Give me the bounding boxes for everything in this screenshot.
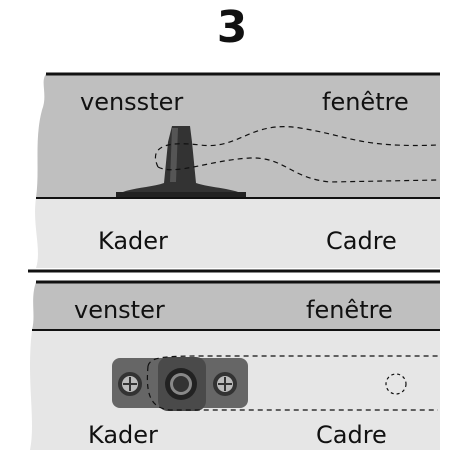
step-number: 3	[216, 2, 248, 53]
side-hinge-icon	[116, 126, 246, 197]
side-frame-label-fr: Cadre	[326, 227, 397, 255]
top-window-label-nl: venster	[74, 296, 165, 324]
side-frame-profile	[35, 198, 440, 268]
side-cable-dashed-lower	[157, 157, 439, 183]
top-cable-dashed-lower	[146, 365, 438, 411]
side-frame-label-nl: Kader	[98, 227, 168, 255]
side-cable-dashed	[154, 126, 439, 168]
top-view	[30, 280, 440, 450]
side-window-label-fr: fenêtre	[322, 88, 409, 116]
top-window-label-fr: fenêtre	[306, 296, 393, 324]
top-cable-dashed	[147, 355, 438, 367]
top-frame-label-nl: Kader	[88, 421, 158, 449]
top-hinge-icon	[112, 357, 248, 411]
side-window-profile	[36, 74, 440, 198]
side-window-label-nl: vensster	[80, 88, 184, 116]
top-frame-label-fr: Cadre	[316, 421, 387, 449]
side-view	[35, 72, 440, 268]
top-hole-marker-icon	[385, 373, 407, 395]
top-window-profile	[32, 282, 440, 330]
